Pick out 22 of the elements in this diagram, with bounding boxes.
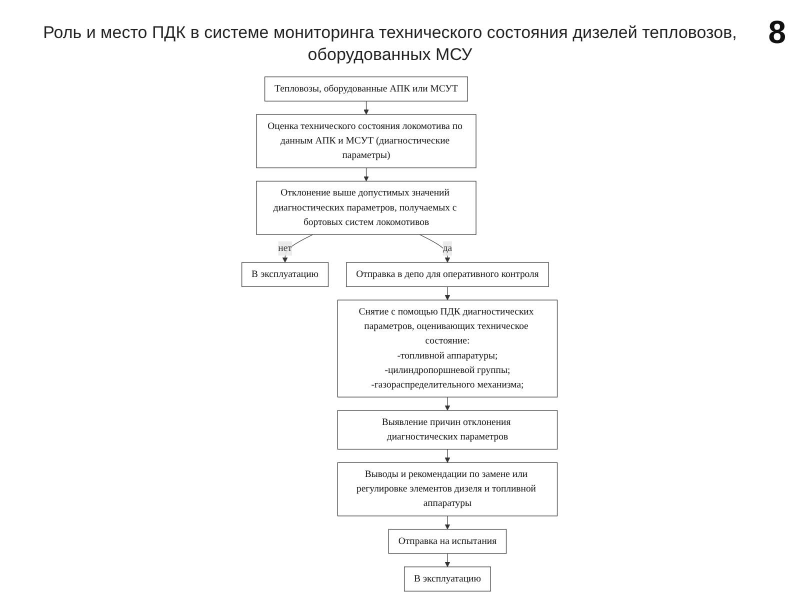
arrow: [420, 234, 451, 263]
arrow: [445, 396, 451, 411]
edge-label: нет: [278, 243, 292, 254]
node-box: В эксплуатацию: [404, 566, 492, 592]
slide-title: Роль и место ПДК в системе мониторинга технического состояния дизелей тепловозов, оборудованных МСУ: [42, 22, 738, 66]
node-box: Оценка технического состояния локомотива по данным АПК и МСУТ (диагностические параметры): [256, 114, 477, 168]
arrow: [445, 553, 451, 568]
node-box: Снятие с помощью ПДК диагностических параметров, оценивающих техническое состояние: -топливной аппаратуры; -цилиндропоршневой группы; -газораспределительного механизма;: [338, 300, 558, 398]
node-box: Отправка в депо для оперативного контроля: [346, 262, 550, 287]
arrow: [364, 100, 370, 115]
arrow: [445, 516, 451, 530]
node-box: Отправка на испытания: [388, 528, 507, 554]
arrow: [445, 448, 451, 463]
node-box: В эксплуатацию: [242, 262, 329, 287]
node-box: Выявление причин отклонения диагностических параметров: [338, 410, 558, 450]
arrow: [364, 168, 370, 182]
edge-label: да: [443, 243, 453, 254]
slide-number: 8: [768, 14, 786, 51]
node-box: Отклонение выше допустимых значений диагностических параметров, получаемых с бортовых систем локомотивов: [256, 180, 477, 235]
arrow: [445, 286, 451, 300]
node-box: Тепловозы, оборудованные АПК или МСУТ: [264, 76, 468, 102]
node-box: Выводы и рекомендации по замене или регулировке элементов дизеля и топливной аппаратуры: [338, 462, 558, 516]
